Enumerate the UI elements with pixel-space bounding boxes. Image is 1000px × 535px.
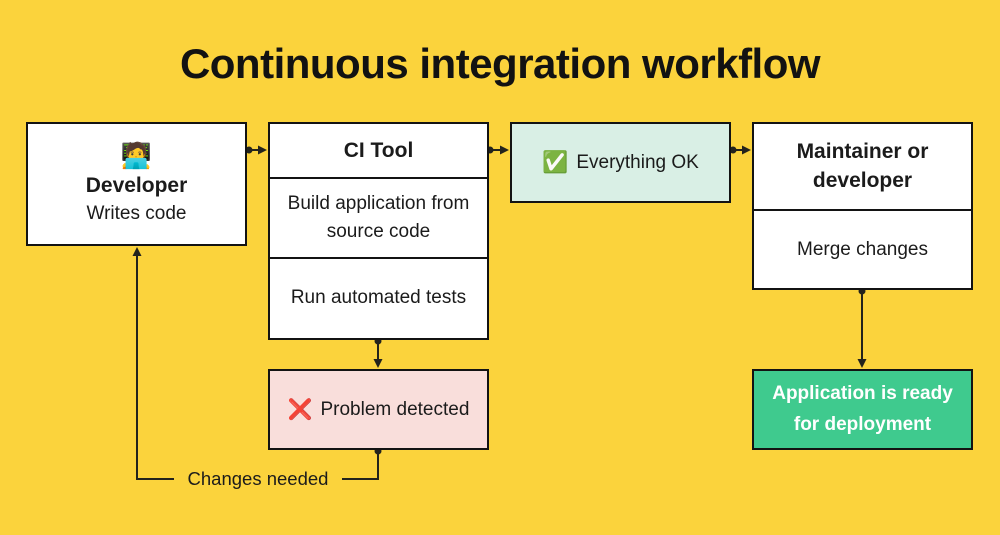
node-developer: 🧑‍💻 Developer Writes code <box>26 122 247 246</box>
arrowhead-up-icon <box>132 247 142 256</box>
developer-title: Developer <box>85 174 188 198</box>
arrowhead-right-icon <box>258 145 267 155</box>
maintainer-subtitle: Merge changes <box>797 238 928 260</box>
everything-ok-label: Everything OK <box>576 151 699 173</box>
ci-step-tests: Run automated tests <box>290 287 467 309</box>
problem-detected-label: Problem detected <box>320 398 470 420</box>
changes-needed-label: Changes needed <box>187 468 329 489</box>
cross-mark-emoji-icon: ❌ <box>287 398 313 421</box>
arrowhead-right-icon <box>500 145 509 155</box>
arrowhead-right-icon <box>742 145 751 155</box>
developer-subtitle: Writes code <box>86 202 187 224</box>
arrowhead-down-icon <box>857 359 867 368</box>
check-mark-emoji-icon: ✅ <box>542 151 569 174</box>
ci-tool-title: CI Tool <box>270 124 487 179</box>
arrowhead-down-icon <box>373 359 383 368</box>
node-maintainer: Maintainer or developer Merge changes <box>752 122 973 290</box>
technologist-emoji-icon: 🧑‍💻 <box>120 141 153 170</box>
node-problem-detected: ❌ Problem detected <box>268 369 489 450</box>
ci-step-build: Build application from source code <box>270 179 487 259</box>
node-ci-tool: CI Tool Build application from source co… <box>268 122 489 340</box>
maintainer-title: Maintainer or developer <box>754 124 971 211</box>
node-deploy-ready: Application is ready for deployment <box>752 369 973 450</box>
connector-line <box>136 254 174 480</box>
diagram-title: Continuous integration workflow <box>179 40 821 87</box>
node-everything-ok: ✅ Everything OK <box>510 122 731 203</box>
